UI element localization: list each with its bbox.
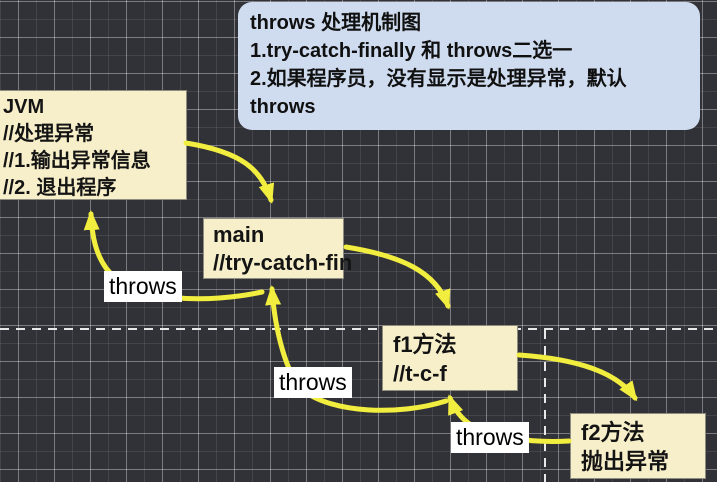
f2-line: f2方法: [581, 420, 645, 445]
f1-line: //t-c-f: [393, 361, 447, 386]
throws-label-f2-to-f1[interactable]: throws: [451, 422, 529, 453]
note-box-throws-mechanism[interactable]: throws 处理机制图 1.try-catch-finally 和 throw…: [238, 2, 700, 130]
note-line: 2.如果程序员，没有显示是处理异常，默认: [250, 68, 627, 90]
f2-line: 抛出异常: [581, 449, 670, 474]
main-line: main: [213, 222, 265, 247]
throws-label-f1-to-main[interactable]: throws: [274, 367, 352, 398]
note-line: throws: [250, 96, 316, 118]
throws-label-main-to-jvm[interactable]: throws: [104, 271, 182, 302]
jvm-line: //处理异常: [3, 123, 95, 145]
note-line: throws 处理机制图: [250, 12, 422, 34]
jvm-line: JVM: [3, 96, 45, 118]
jvm-line: //2. 退出程序: [3, 177, 117, 199]
main-line: //try-catch-fin: [213, 250, 353, 275]
f1-line: f1方法: [393, 332, 457, 357]
f1-method-box[interactable]: f1方法 //t-c-f: [382, 325, 518, 391]
main-method-box[interactable]: main //try-catch-fin: [203, 218, 353, 279]
jvm-line: //1.输出异常信息: [3, 150, 151, 172]
note-line: 1.try-catch-finally 和 throws二选一: [250, 40, 573, 62]
jvm-box[interactable]: JVM //处理异常 //1.输出异常信息 //2. 退出程序: [0, 90, 187, 200]
f2-method-box[interactable]: f2方法 抛出异常: [570, 413, 706, 479]
